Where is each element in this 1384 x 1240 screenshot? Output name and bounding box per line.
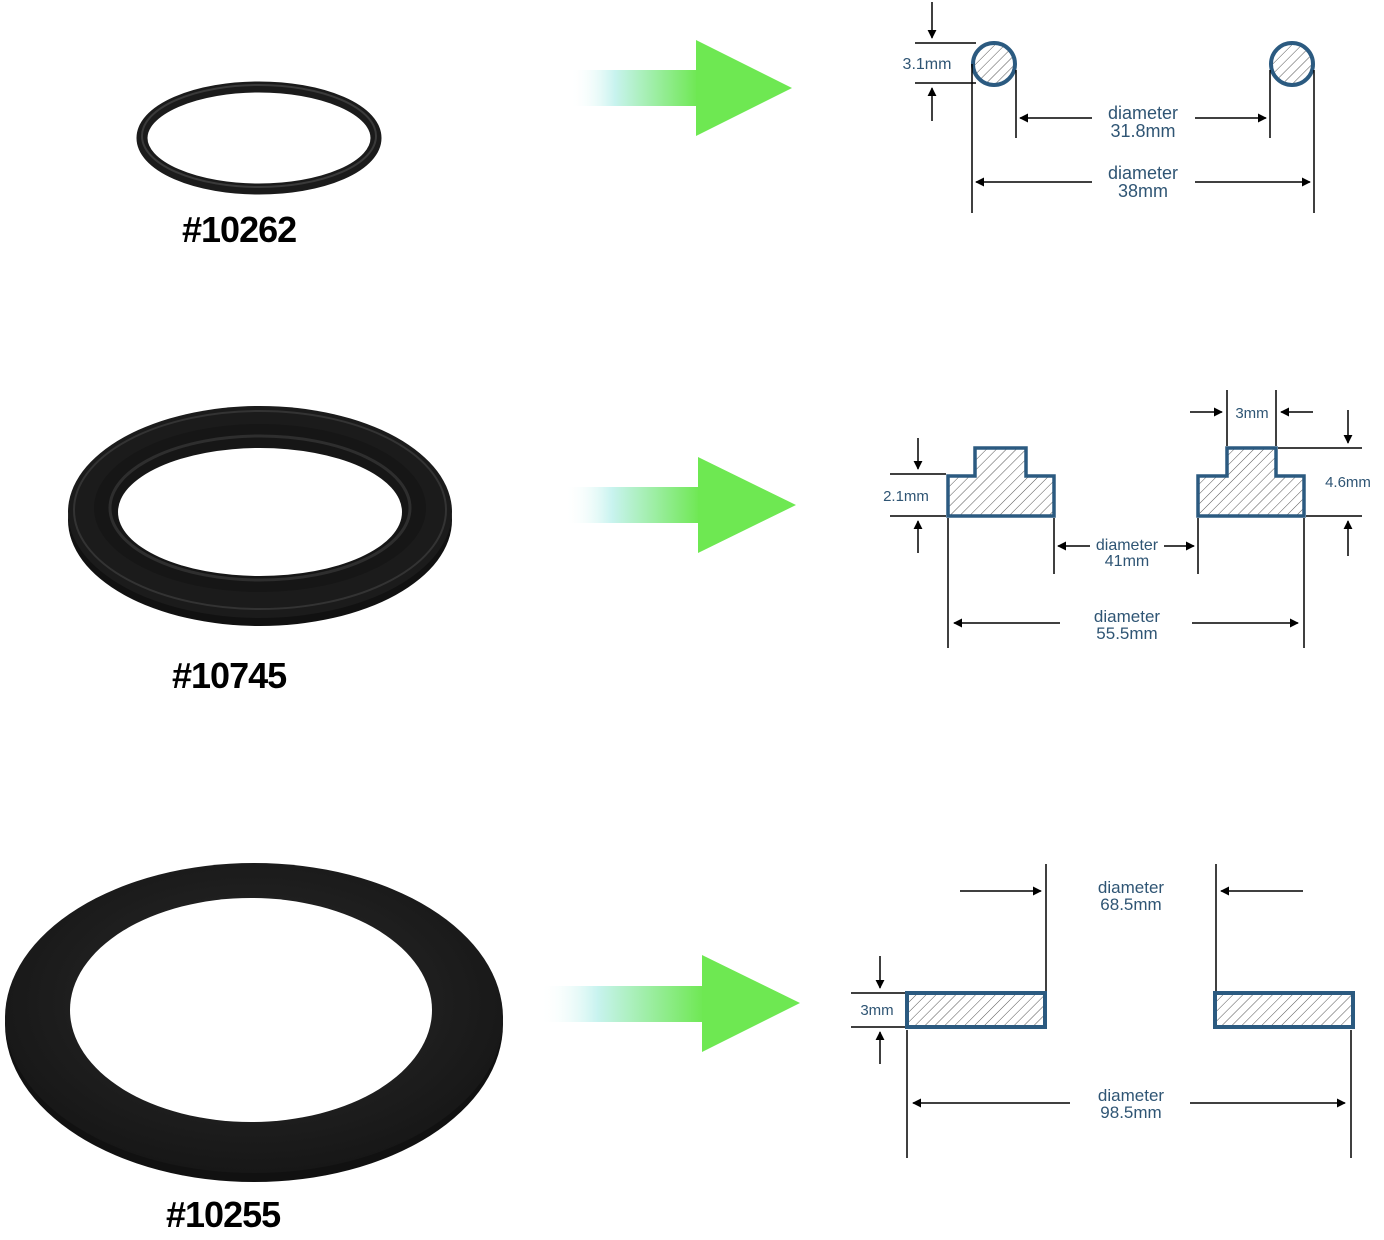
step-height-label-10745: 2.1mm: [883, 488, 929, 505]
inner-diameter-value-10262: 31.8mm: [1110, 121, 1175, 141]
thickness-label-10262: 3.1mm: [903, 56, 952, 73]
green-arrow-3: [540, 955, 800, 1052]
total-height-label-10745: 4.6mm: [1325, 474, 1371, 491]
green-arrow-2: [565, 457, 796, 553]
inner-diameter-value-10745: 41mm: [1105, 553, 1149, 570]
inner-diameter-word-10745: diameter: [1096, 537, 1159, 554]
part-number-10262: #10262: [182, 209, 297, 250]
outer-diameter-word-10745: diameter: [1094, 607, 1160, 626]
green-arrow-1: [570, 40, 792, 136]
cross-section-10255: [851, 864, 1355, 1158]
outer-diameter-word-10255: diameter: [1098, 1086, 1164, 1105]
inner-diameter-word-10262: diameter: [1108, 103, 1178, 123]
outer-diameter-word-10262: diameter: [1108, 163, 1178, 183]
gasket-photo-10262: [136, 81, 382, 195]
cross-section-10745: [890, 390, 1362, 648]
part-number-10745: #10745: [172, 655, 287, 696]
thickness-label-10255: 3mm: [860, 1002, 893, 1019]
gasket-photo-10255: [5, 863, 503, 1182]
cross-section-10262: [915, 2, 1315, 213]
lip-width-label-10745: 3mm: [1235, 405, 1268, 422]
inner-diameter-word-10255: diameter: [1098, 878, 1164, 897]
outer-diameter-value-10255: 98.5mm: [1100, 1103, 1161, 1122]
gasket-photo-10745: [68, 406, 452, 626]
outer-diameter-value-10262: 38mm: [1118, 181, 1168, 201]
inner-diameter-value-10255: 68.5mm: [1100, 895, 1161, 914]
part-number-10255: #10255: [166, 1194, 281, 1235]
outer-diameter-value-10745: 55.5mm: [1096, 624, 1157, 643]
